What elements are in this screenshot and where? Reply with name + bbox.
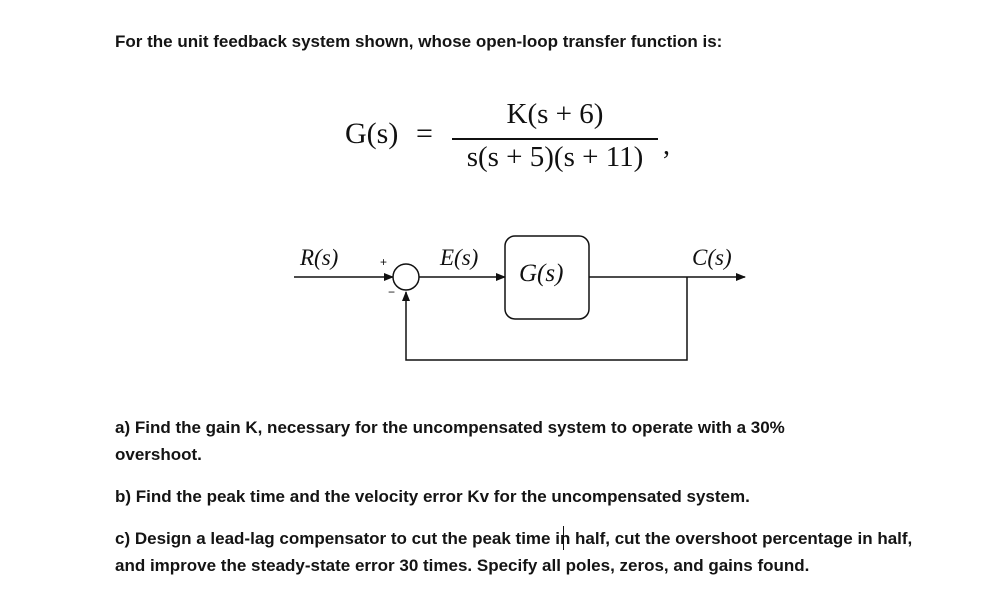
equation-lhs: G(s) [345, 117, 399, 150]
equation-equals-sign: = [416, 117, 433, 150]
equation-denominator: s(s + 5)(s + 11) [466, 141, 644, 173]
question-a: a) Find the gain K, necessary for the un… [115, 418, 785, 464]
input-label: R(s) [300, 245, 339, 270]
minus-sign: − [388, 285, 396, 299]
summing-junction [392, 263, 420, 291]
text-cursor [563, 526, 564, 550]
intro-text: For the unit feedback system shown, whos… [115, 32, 723, 51]
feedback-path [402, 277, 688, 361]
question-c: c) Design a lead-lag compensator to cut … [115, 529, 913, 575]
fraction-bar [452, 138, 658, 140]
equation-comma: , [663, 130, 670, 161]
plant-block-label: G(s) [519, 260, 564, 287]
plus-sign: + [380, 255, 388, 269]
error-label: E(s) [440, 245, 479, 270]
question-b: b) Find the peak time and the velocity e… [115, 487, 750, 506]
output-label: C(s) [692, 245, 732, 270]
equation-numerator: K(s + 6) [506, 98, 604, 130]
